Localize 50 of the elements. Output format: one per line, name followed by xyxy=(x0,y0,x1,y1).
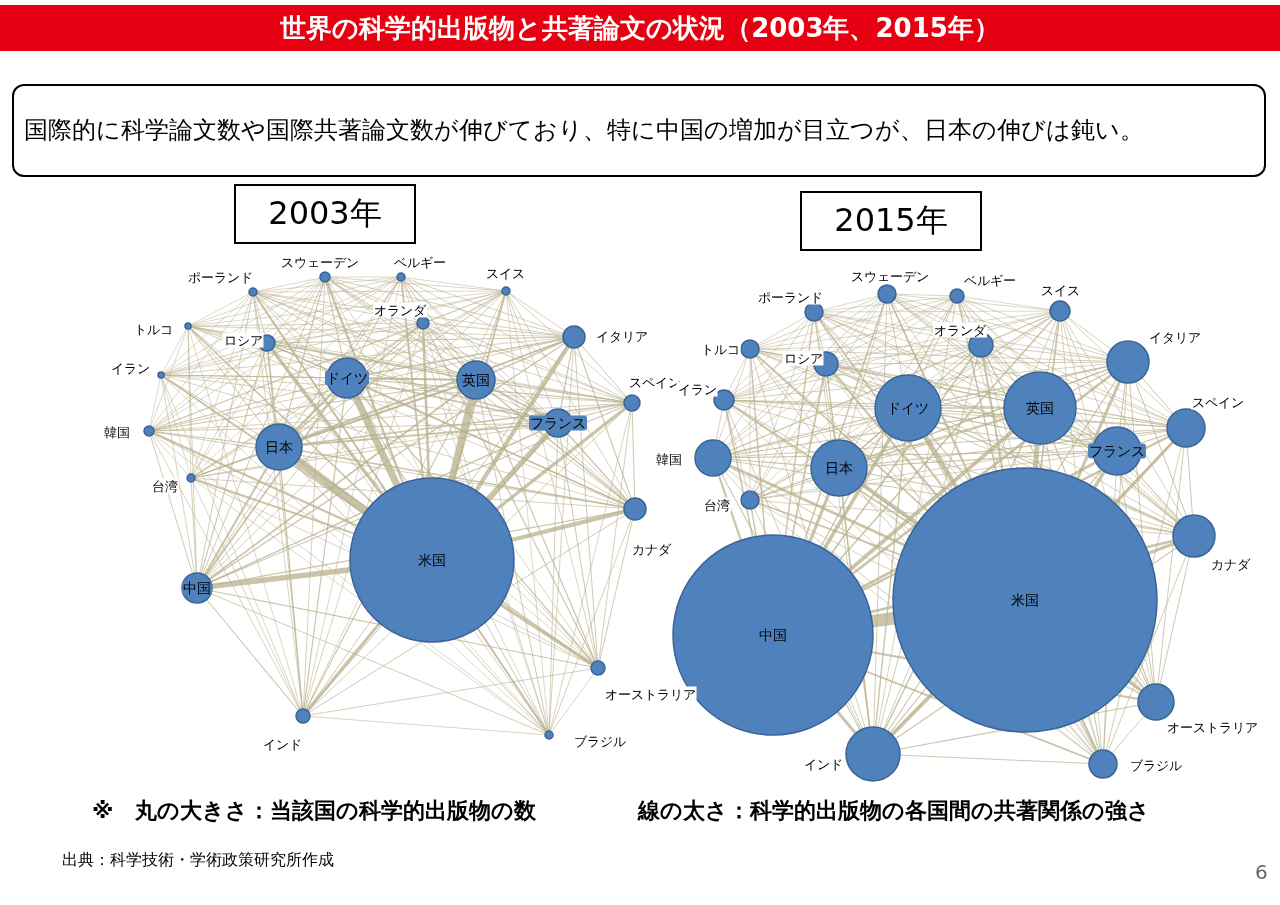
legend-note: 線の太さ：科学的出版物の各国間の共著関係の強さ xyxy=(638,797,1150,825)
country-label: 台湾 xyxy=(703,497,731,513)
country-label: ポーランド xyxy=(756,289,824,305)
year-label: 2003年 xyxy=(268,193,382,235)
country-label: 韓国 xyxy=(655,451,683,467)
summary-text: 国際的に科学論文数や国際共著論文数が伸びており、特に中国の増加が目立つが、日本の伸びは鈍い。 xyxy=(24,114,1144,146)
country-label: スペイン xyxy=(1191,394,1245,410)
country-label: 日本 xyxy=(264,439,294,455)
country-label: 米国 xyxy=(1010,592,1040,608)
country-label: イタリア xyxy=(1148,329,1202,345)
year-label: 2015年 xyxy=(834,200,948,242)
country-label: スイス xyxy=(484,265,526,281)
country-label: インド xyxy=(802,756,844,772)
country-label: 米国 xyxy=(417,552,447,568)
country-label: ロシア xyxy=(782,350,824,366)
year-box xyxy=(234,184,416,244)
country-label: ロシア xyxy=(222,332,264,348)
country-label: イタリア xyxy=(595,328,649,344)
summary-box xyxy=(12,84,1266,177)
page-number: 6 xyxy=(1255,860,1268,884)
country-label: 中国 xyxy=(182,580,212,596)
country-label: ベルギー xyxy=(393,254,447,270)
country-label: イラン xyxy=(109,360,151,376)
legend-note: ※ 丸の大きさ：当該国の科学的出版物の数 xyxy=(92,797,537,825)
country-label: カナダ xyxy=(630,541,672,557)
country-label: スウェーデン xyxy=(280,254,360,270)
country-label: フランス xyxy=(1088,443,1146,459)
source-note: 出典：科学技術・学術政策研究所作成 xyxy=(62,850,334,871)
country-label: オーストラリア xyxy=(1165,719,1259,735)
year-box xyxy=(800,191,982,251)
country-label: インド xyxy=(261,736,303,752)
country-label: ポーランド xyxy=(186,269,254,285)
country-label: スイス xyxy=(1039,282,1081,298)
country-label: ブラジル xyxy=(573,733,627,749)
country-label: 中国 xyxy=(758,627,788,643)
country-label: オランダ xyxy=(373,302,427,318)
country-label: 日本 xyxy=(824,460,854,476)
country-label: ドイツ xyxy=(325,370,369,386)
country-label: 英国 xyxy=(461,372,491,388)
country-label: ベルギー xyxy=(963,272,1017,288)
country-label: フランス xyxy=(529,415,587,431)
country-label: オランダ xyxy=(933,322,987,338)
title-banner: 世界の科学的出版物と共著論文の状況（2003年、2015年） xyxy=(0,5,1280,51)
country-label: 台湾 xyxy=(151,478,179,494)
country-label: ブラジル xyxy=(1129,757,1183,773)
country-label: カナダ xyxy=(1209,556,1251,572)
country-label: オーストラリア xyxy=(603,686,697,702)
country-label: 韓国 xyxy=(103,424,131,440)
country-label: スウェーデン xyxy=(850,268,930,284)
country-label: 英国 xyxy=(1025,400,1055,416)
